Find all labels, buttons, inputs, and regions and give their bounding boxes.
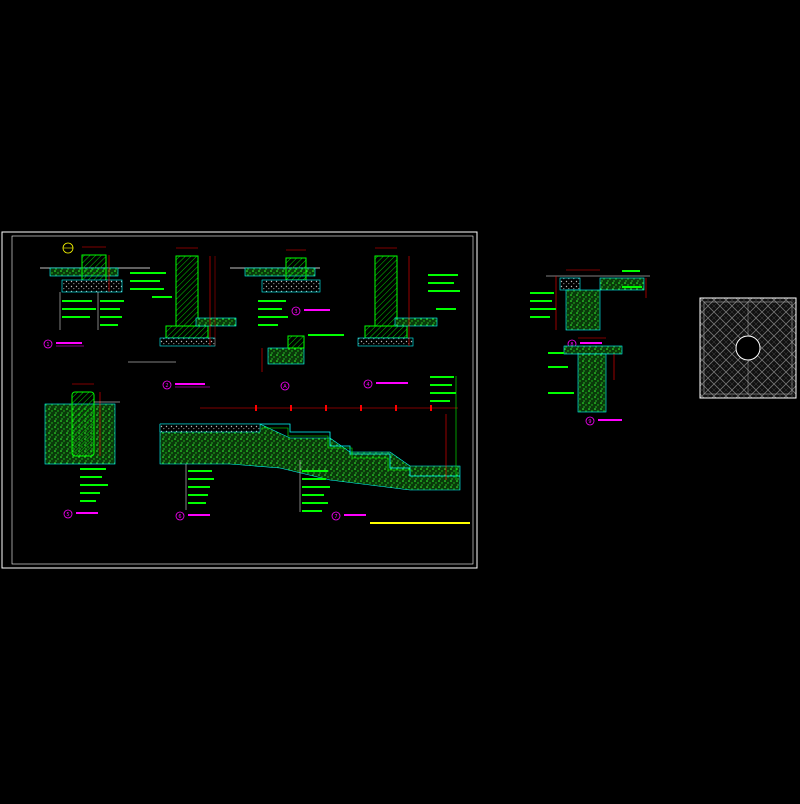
detail-4-title: 4 xyxy=(363,379,408,389)
detail-2-wall: 2 xyxy=(128,247,237,390)
cover-plate-icon xyxy=(699,297,797,399)
detail-3-title: 3 xyxy=(291,306,330,316)
detail-9-marker: 9 xyxy=(588,419,591,425)
detail-2-title: 2 xyxy=(162,380,210,390)
detail-1-section: 1 xyxy=(40,242,150,349)
detail-8-marker: 8 xyxy=(570,342,573,348)
detail-9-title: 9 xyxy=(585,416,622,426)
detail-4-marker: 4 xyxy=(366,382,369,388)
detail-4-wall: 4 xyxy=(357,247,460,389)
detail-5-marker: 5 xyxy=(66,512,69,518)
detail-7-marker: 7 xyxy=(334,514,337,520)
detail-9-section: 9 xyxy=(548,337,623,426)
detail-7-title: 7 xyxy=(331,511,366,521)
sheet-frame xyxy=(1,231,478,569)
sheet-inner-frame xyxy=(11,235,474,565)
section-marker-icon xyxy=(62,242,74,254)
detail-5-title: 5 xyxy=(63,509,98,519)
detail-3-marker: 3 xyxy=(294,309,297,315)
detail-8-section: 8 xyxy=(530,269,650,349)
detail-1-marker: 1 xyxy=(46,342,49,348)
general-note-line xyxy=(370,522,470,524)
detail-2-marker: 2 xyxy=(165,383,168,389)
detail-A-title: A xyxy=(280,381,290,391)
detail-5-section: 5 xyxy=(44,383,120,519)
detail-6-marker: 6 xyxy=(178,514,181,520)
stair-section: 6 7 xyxy=(159,376,470,524)
detail-6-title: 6 xyxy=(175,511,210,521)
detail-A-section: A xyxy=(261,334,344,391)
detail-A-marker: A xyxy=(283,384,287,390)
detail-3-section: 3 xyxy=(230,249,330,326)
detail-1-title: 1 xyxy=(43,339,84,349)
